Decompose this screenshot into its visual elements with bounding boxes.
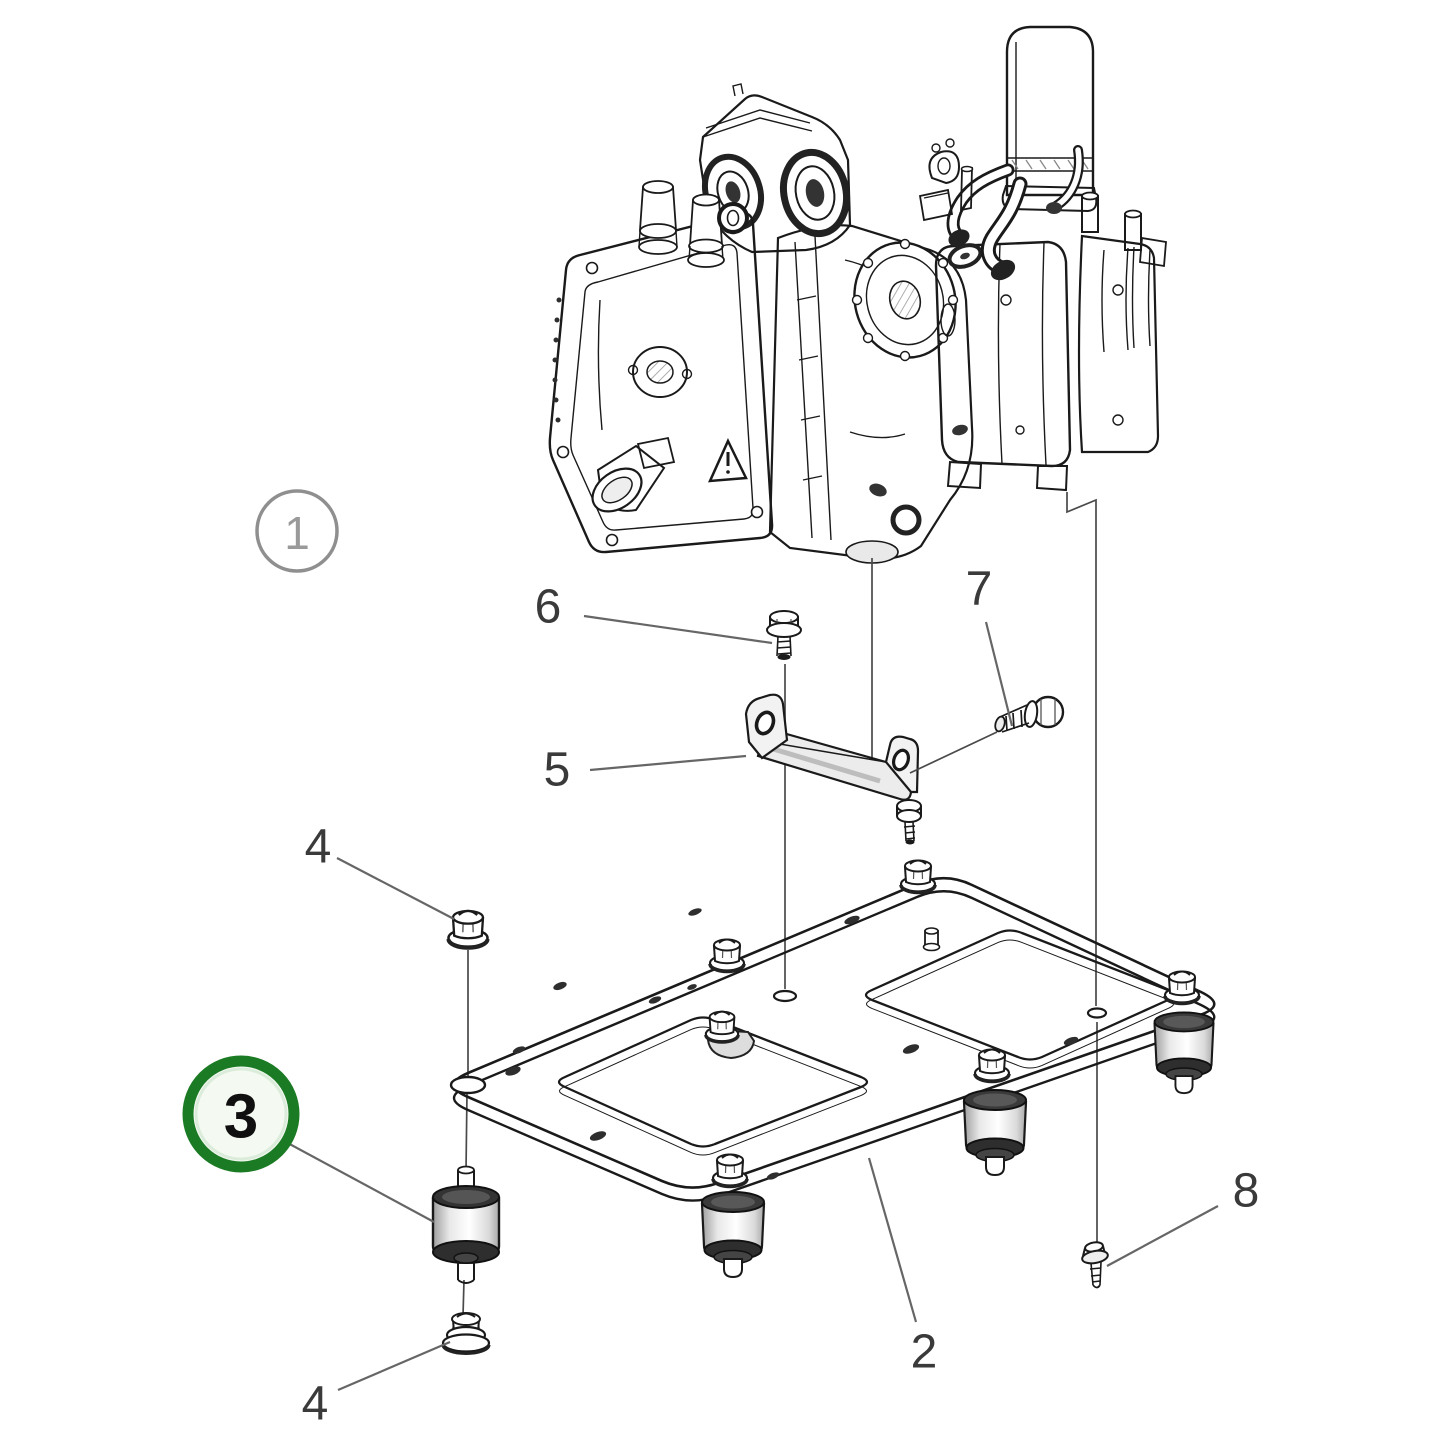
leader-line-3	[283, 1140, 435, 1223]
flange-nut-4-top	[448, 911, 487, 948]
leader-lines	[283, 614, 1219, 1392]
isolator-mount	[1153, 1011, 1215, 1095]
bracket-stud	[896, 799, 922, 845]
plate-nuts	[704, 858, 1201, 1189]
leader-line-8	[1106, 1205, 1219, 1267]
callout-1-label: 1	[284, 507, 310, 559]
drive-flange	[851, 238, 959, 536]
support-bracket	[744, 693, 922, 845]
plate-isolator-mounts	[700, 1011, 1215, 1279]
leader-line-2	[867, 1157, 918, 1323]
callout-7-label: 7	[966, 563, 993, 616]
leader-line-4-top	[336, 857, 455, 920]
plate-nut	[708, 937, 746, 974]
cable-gland	[687, 193, 725, 268]
callout-2-label: 2	[911, 1326, 938, 1379]
callout-1[interactable]: 1	[255, 489, 339, 573]
self-tapping-bolt-8	[1081, 1241, 1109, 1289]
callout-4-top[interactable]: 4	[305, 821, 332, 874]
warning-triangle-icon	[707, 438, 748, 483]
lifting-eye	[717, 202, 749, 234]
flange-bolt-6	[766, 610, 802, 660]
alignment-line-bolt7	[909, 731, 998, 774]
callout-4-bottom-label: 4	[302, 1378, 329, 1431]
callout-7[interactable]: 7	[966, 563, 993, 616]
leader-line-6	[583, 614, 773, 645]
dryer-bracket-fins	[1077, 234, 1160, 454]
callout-5-label: 5	[544, 744, 571, 797]
plate-nut	[1163, 969, 1201, 1006]
isolator-mount	[962, 1088, 1028, 1177]
dryer-canister	[1001, 25, 1098, 213]
callout-2[interactable]: 2	[911, 1326, 938, 1379]
compressor-assembly	[548, 25, 1167, 564]
air-dryer-unit	[918, 25, 1167, 492]
callout-3-highlighted[interactable]: 3	[182, 1055, 300, 1173]
callout-6-label: 6	[535, 581, 562, 634]
hex-bolt-7	[994, 695, 1065, 733]
plate-nut	[711, 1152, 749, 1189]
callout-8-label: 8	[1233, 1165, 1260, 1218]
callout-8[interactable]: 8	[1233, 1165, 1260, 1218]
isolator-mount-3	[431, 1165, 501, 1284]
callout-4-bottom[interactable]: 4	[302, 1378, 329, 1431]
callout-3-label: 3	[224, 1083, 258, 1152]
left-cover	[548, 180, 774, 554]
callout-4-top-label: 4	[305, 821, 332, 874]
isolator-mount	[700, 1190, 766, 1279]
callout-5[interactable]: 5	[544, 744, 571, 797]
leader-line-5	[589, 754, 747, 772]
plate-nut	[973, 1047, 1011, 1084]
mounting-plate	[449, 876, 1216, 1202]
callout-6[interactable]: 6	[535, 581, 562, 634]
cable-gland	[638, 180, 678, 255]
leader-line-7	[984, 621, 1014, 727]
plate-nut	[704, 1010, 740, 1044]
plate-holes	[449, 908, 1108, 1180]
dryer-top-pins	[1081, 191, 1167, 268]
projection-line-mount3	[462, 950, 469, 1317]
plate-cutout	[557, 1016, 869, 1156]
projection-line-dryer	[1066, 492, 1098, 1242]
junction-fittings	[918, 138, 974, 222]
plate-top-face	[452, 876, 1216, 1189]
plate-stud-pin	[922, 927, 941, 952]
plate-nut	[899, 858, 937, 895]
flange-nut-4-bottom	[441, 1312, 491, 1355]
leader-line-4-bottom	[337, 1340, 451, 1392]
cover-port	[591, 436, 676, 513]
